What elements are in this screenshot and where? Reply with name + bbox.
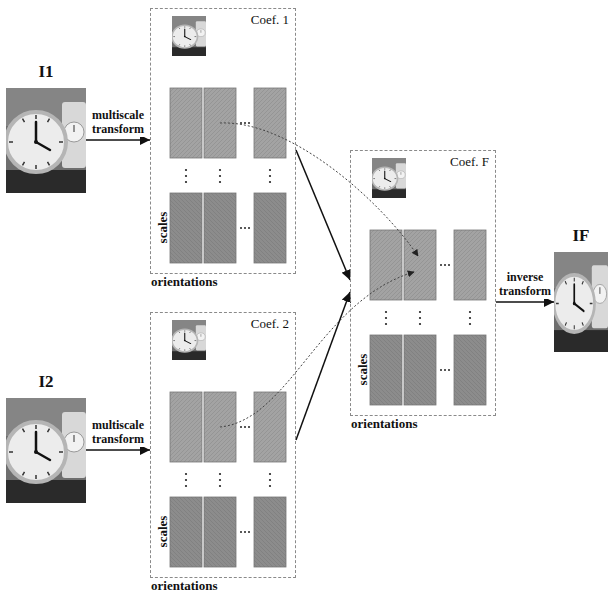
source-photo: [6, 398, 86, 503]
fused-photo: [554, 252, 608, 352]
coefficient-grid: [170, 320, 286, 567]
arrow-connector: [296, 150, 350, 280]
image-label: I2: [6, 372, 86, 392]
selection-curve: [220, 272, 414, 427]
edge-label: inverse transform: [498, 271, 552, 299]
coefficient-grid: [170, 16, 286, 263]
panel-title: Coef. 2: [251, 316, 289, 332]
edge-label: multiscale transform: [88, 419, 148, 447]
axis-label: orientations: [151, 274, 217, 290]
image-node: I1: [6, 62, 86, 193]
axis-label: orientations: [351, 416, 417, 432]
arrow-connector: [86, 449, 150, 451]
image-node: IF: [554, 226, 608, 352]
panel-title: Coef. F: [450, 154, 489, 170]
image-label: IF: [554, 226, 608, 246]
arrow-connector: [86, 139, 150, 141]
coefficient-panel: Coef. Fscalesorientations: [350, 150, 496, 416]
arrow-connector: [496, 301, 554, 303]
image-label: I1: [6, 62, 86, 82]
axis-label: scales: [156, 205, 169, 251]
axis-label: scales: [356, 347, 369, 393]
coefficient-panel: Coef. 2scalesorientations: [150, 312, 296, 578]
axis-label: orientations: [151, 578, 217, 594]
image-node: I2: [6, 372, 86, 503]
coefficient-panel: Coef. 1scalesorientations: [150, 8, 296, 274]
coefficient-grid: [370, 158, 486, 405]
panel-title: Coef. 1: [251, 12, 289, 28]
axis-label: scales: [156, 509, 169, 555]
edge-label: multiscale transform: [88, 109, 148, 137]
selection-curve: [220, 123, 418, 256]
arrow-connector: [296, 292, 350, 440]
source-photo: [6, 88, 86, 193]
